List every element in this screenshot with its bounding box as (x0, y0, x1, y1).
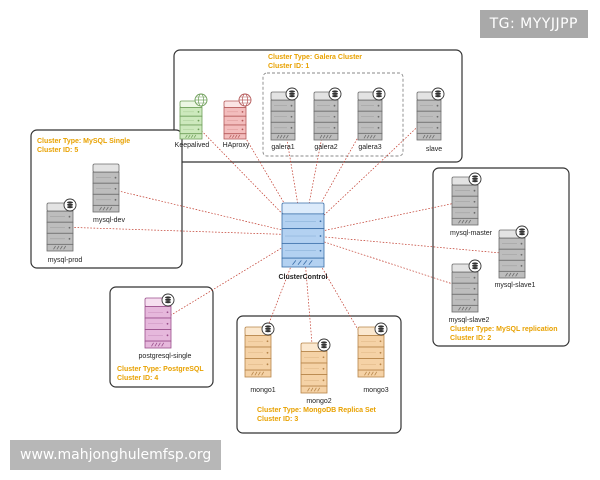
node-galera1: galera1 (270, 87, 299, 151)
node-slave: slave (416, 87, 445, 153)
database-icon (468, 259, 482, 273)
galera-group-box (262, 72, 404, 157)
database-icon (431, 87, 445, 101)
node-label: Keepalived (175, 142, 210, 149)
node-label: mongo3 (363, 387, 388, 394)
mysql-replication-cluster-type: Cluster Type: MySQL replication (450, 326, 558, 333)
mysql-single-cluster-id: Cluster ID: 5 (37, 147, 78, 154)
node-mongo2: mongo2 (300, 338, 332, 405)
node-label: mysql-dev (93, 217, 125, 224)
clustercontrol-server (281, 202, 325, 268)
database-icon (317, 338, 331, 352)
node-keepalived: Keepalived (175, 93, 210, 149)
node-mysql-prod: mysql-prod (46, 198, 83, 264)
database-icon (468, 172, 482, 186)
node-mysql-slave2: mysql-slave2 (449, 259, 490, 324)
postgresql-cluster-type: Cluster Type: PostgreSQL (117, 366, 204, 373)
tg-watermark: TG: MYYJJPP (479, 10, 588, 38)
postgresql-cluster-id: Cluster ID: 4 (117, 375, 158, 382)
database-icon (63, 198, 77, 212)
database-icon (261, 322, 275, 336)
node-label: galera3 (358, 144, 381, 151)
node-mysql-dev: mysql-dev (92, 163, 125, 224)
url-watermark: www.mahjonghulemfsp.org (10, 440, 222, 470)
database-icon (328, 87, 342, 101)
node-label: galera1 (271, 144, 294, 151)
node-label: mysql-prod (48, 257, 83, 264)
clustercontrol-label: ClusterControl (279, 274, 328, 281)
node-label: mysql-slave2 (449, 317, 490, 324)
connection-line (59, 226, 304, 236)
node-mongo1: mongo1 (244, 322, 276, 394)
mongodb-cluster-type: Cluster Type: MongoDB Replica Set (257, 407, 377, 414)
node-mongo3: mongo3 (357, 322, 389, 394)
node-mysql-master: mysql-master (450, 172, 493, 237)
node-label: slave (426, 146, 442, 153)
node-label: galera2 (314, 144, 337, 151)
connection-line (302, 234, 466, 289)
mysql-single-cluster-type: Cluster Type: MySQL Single (37, 138, 130, 145)
node-galera3: galera3 (357, 87, 386, 151)
node-label: postgresql-single (139, 353, 192, 360)
node-galera2: galera2 (313, 87, 342, 151)
node-postgresql-single: postgresql-single (139, 293, 192, 360)
database-icon (515, 225, 529, 239)
mysql-replication-cluster-id: Cluster ID: 2 (450, 335, 491, 342)
node-label: mysql-master (450, 230, 493, 237)
node-mysql-slave1: mysql-slave1 (495, 225, 536, 289)
node-haproxy: HAproxy (223, 93, 252, 149)
database-icon (372, 87, 386, 101)
connection-line (157, 234, 304, 324)
globe-icon (194, 93, 208, 107)
galera-cluster-type: Cluster Type: Galera Cluster (268, 54, 362, 61)
node-label: mongo2 (306, 398, 331, 405)
mongodb-cluster-id: Cluster ID: 3 (257, 416, 298, 423)
database-icon (285, 87, 299, 101)
globe-icon (238, 93, 252, 107)
galera-cluster-id: Cluster ID: 1 (268, 63, 309, 70)
database-icon (374, 322, 388, 336)
node-label: mysql-slave1 (495, 282, 536, 289)
node-label: HAproxy (223, 142, 250, 149)
node-label: mongo1 (250, 387, 275, 394)
connection-line (302, 200, 466, 236)
database-icon (161, 293, 175, 307)
